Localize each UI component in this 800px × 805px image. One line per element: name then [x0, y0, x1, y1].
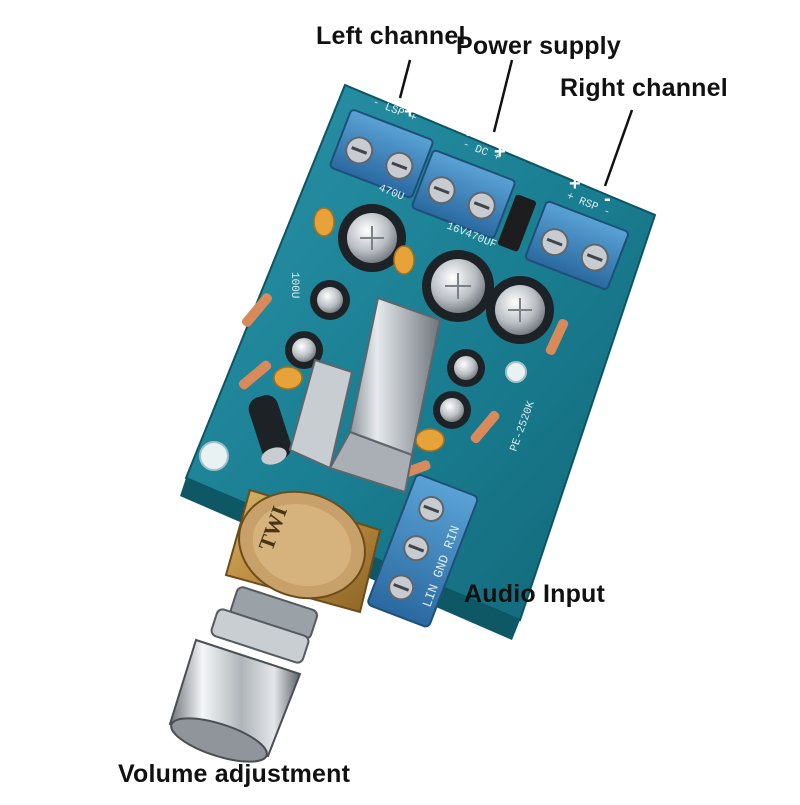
audio-input-terminal	[367, 473, 479, 628]
capacitors	[248, 204, 554, 465]
power-minus: -	[466, 123, 473, 145]
callout-lines	[398, 59, 634, 187]
right-plus: +	[569, 173, 581, 195]
left-minus: -	[380, 85, 387, 107]
volume-adjustment-label: Volume adjustment	[118, 760, 351, 788]
resistors	[238, 293, 569, 480]
cap-marking: 100U	[288, 272, 300, 298]
volume-potentiometer	[210, 488, 382, 664]
mounting-hole	[505, 361, 527, 383]
left-channel-label: Left channel	[316, 22, 466, 50]
left-speaker-terminal	[329, 109, 434, 199]
heatsink	[288, 296, 442, 494]
right-minus: -	[604, 188, 611, 210]
polarity-marks: - + - + + -	[380, 85, 611, 210]
power-plus: +	[494, 141, 506, 163]
mounting-hole	[199, 441, 229, 471]
ceramic-capacitors	[273, 207, 445, 452]
volume-knob	[168, 638, 302, 763]
power-supply-terminal	[411, 149, 516, 239]
power-supply-label: Power supply	[456, 32, 621, 60]
audio-input-label: Audio Input	[464, 580, 606, 608]
right-speaker-terminal	[524, 200, 629, 290]
left-plus: +	[404, 101, 416, 123]
right-channel-label: Right channel	[560, 74, 728, 102]
dc-jack	[497, 194, 537, 252]
